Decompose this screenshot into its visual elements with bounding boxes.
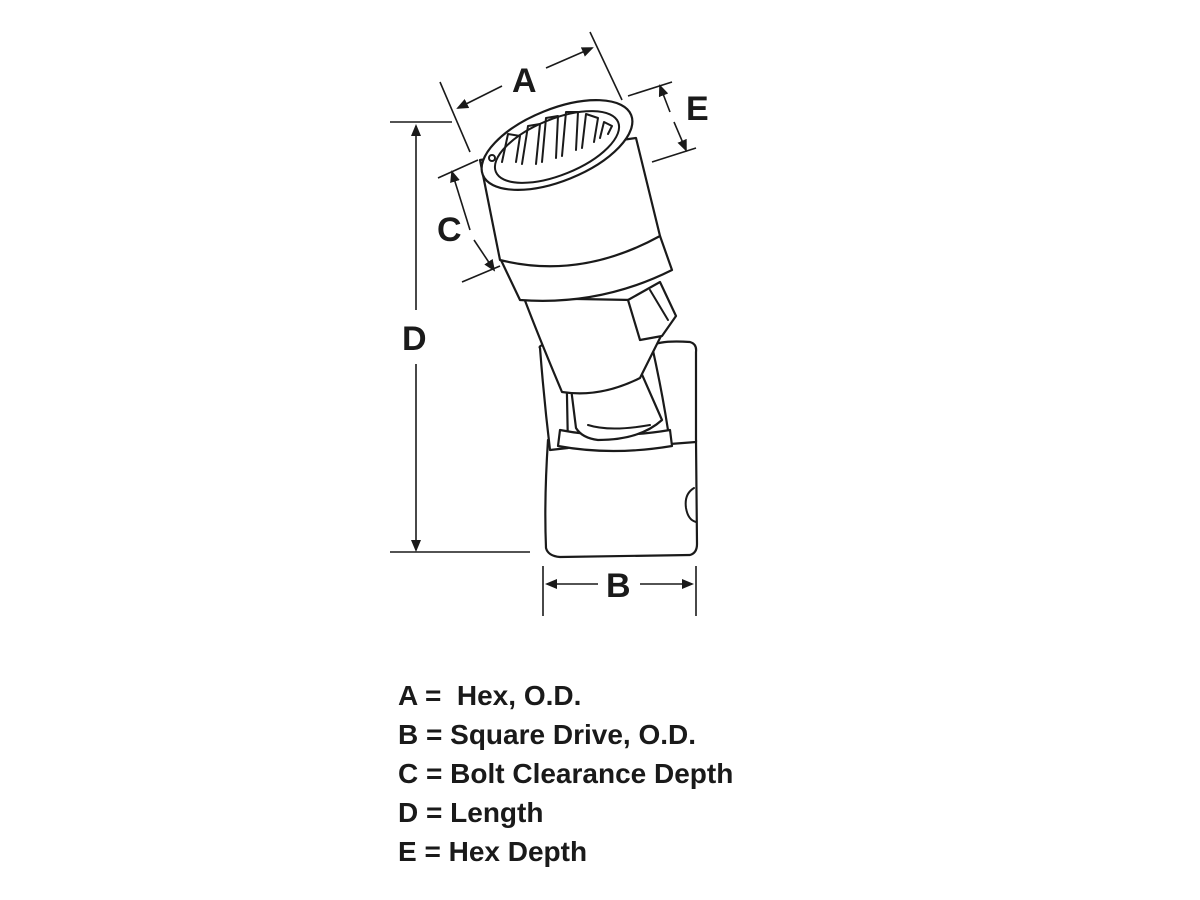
label-b: B <box>606 567 631 605</box>
legend-text: Length <box>450 797 544 828</box>
dimension-c: C <box>437 159 501 283</box>
legend-sep: = <box>418 758 451 789</box>
legend-text: Bolt Clearance Depth <box>450 758 734 789</box>
legend-sep: = <box>418 797 451 828</box>
socket-splines <box>501 111 613 165</box>
yoke-arm-right <box>650 340 698 446</box>
square-drive-housing <box>544 438 699 559</box>
legend-row-b: B = Square Drive, O.D. <box>398 715 733 754</box>
socket-neck <box>522 296 666 395</box>
label-a: A <box>512 62 537 100</box>
universal-joint-socket-icon <box>478 99 699 559</box>
legend-key: C <box>398 758 419 789</box>
legend-key: D <box>398 797 419 828</box>
dimension-a: A <box>439 31 623 153</box>
legend-sep: = <box>418 719 451 750</box>
label-c: C <box>437 211 462 249</box>
dimension-d: D <box>390 121 530 553</box>
yoke-lug <box>626 280 678 342</box>
legend-row-a: A = Hex, O.D. <box>398 676 733 715</box>
legend-key: E <box>398 836 417 867</box>
pin-hole <box>684 487 697 523</box>
legend-key: A <box>398 680 418 711</box>
dimension-e: E <box>627 81 709 163</box>
legend-row-e: E = Hex Depth <box>398 832 733 871</box>
legend-text: Hex, O.D. <box>456 680 582 711</box>
legend-text: Hex Depth <box>448 836 588 867</box>
legend-key: B <box>398 719 419 750</box>
legend-sep: = <box>416 836 449 867</box>
label-d: D <box>402 320 427 358</box>
dimension-b: B <box>542 566 697 616</box>
legend-text: Square Drive, O.D. <box>450 719 697 750</box>
legend-row-d: D = Length <box>398 793 733 832</box>
label-e: E <box>686 90 709 128</box>
legend-row-c: C = Bolt Clearance Depth <box>398 754 733 793</box>
legend-sep: = <box>417 680 457 711</box>
dimension-legend: A = Hex, O.D. B = Square Drive, O.D. C =… <box>398 676 733 871</box>
